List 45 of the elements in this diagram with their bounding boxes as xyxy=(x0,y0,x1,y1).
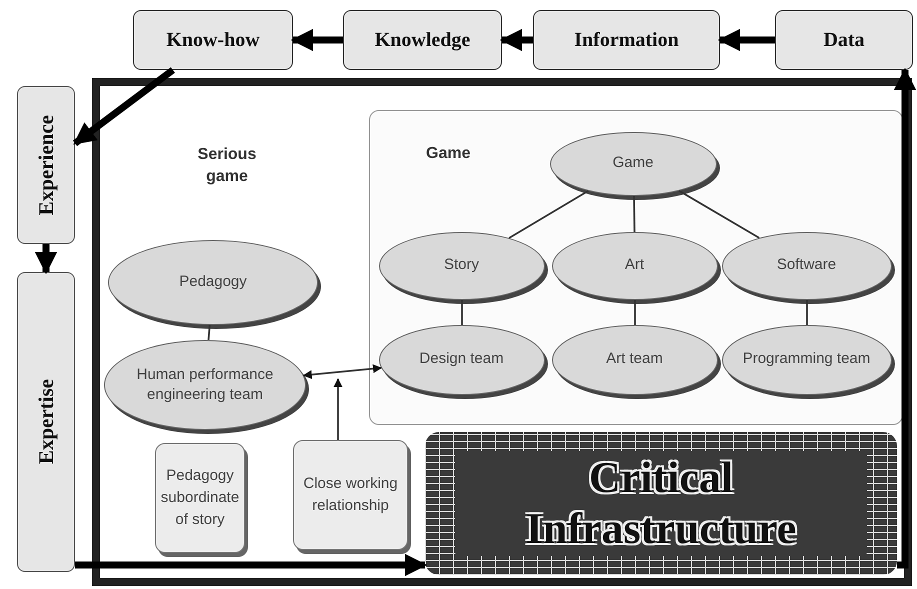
group-panel xyxy=(369,110,903,425)
note-text: Close working relationship xyxy=(302,474,399,516)
arrow xyxy=(302,364,382,380)
stage-label: Expertise xyxy=(34,379,58,465)
flow-arrow xyxy=(894,68,916,568)
stage-box xyxy=(533,10,720,70)
group-label: Serious game xyxy=(196,145,258,188)
wall-title: Critical Infrastructure xyxy=(455,450,867,556)
flow-arrow xyxy=(290,28,343,52)
stage-label: Information xyxy=(574,28,679,52)
node-label: Pedagogy xyxy=(179,272,247,292)
node-label: Art xyxy=(624,255,644,276)
stage-label: Experience xyxy=(34,114,58,216)
stage-box xyxy=(17,272,75,572)
stage-label: Data xyxy=(823,28,865,52)
flow-arrow xyxy=(34,244,58,274)
connector-line xyxy=(461,300,463,325)
node-label: Story xyxy=(444,255,479,276)
node-label: Programming team xyxy=(742,349,870,370)
node-label: Human performance engineering team xyxy=(136,364,274,405)
stage-box xyxy=(775,10,913,70)
panel-title: Game xyxy=(426,145,470,163)
frame-box xyxy=(92,78,912,586)
connector-line xyxy=(508,190,589,239)
connector-line xyxy=(633,196,636,232)
node-label: Art team xyxy=(606,349,663,370)
node-label: Design team xyxy=(419,349,504,370)
stage-box xyxy=(343,10,502,70)
flow-arrow xyxy=(75,554,428,576)
connector-line xyxy=(634,300,636,325)
node-label: Software xyxy=(776,255,836,276)
flow-arrow xyxy=(72,67,175,146)
arrow xyxy=(334,378,342,440)
connector-line xyxy=(806,300,808,325)
stage-box xyxy=(17,86,75,244)
node-label: Game xyxy=(612,153,654,174)
brick-wall-box xyxy=(425,432,897,575)
stage-label: Knowledge xyxy=(374,28,470,52)
flow-arrow xyxy=(718,28,775,52)
stage-box xyxy=(133,10,293,70)
connector-line xyxy=(208,324,211,340)
connector-line xyxy=(678,190,760,239)
note-text: Pedagogy subordinate of story xyxy=(160,466,240,530)
flow-arrow xyxy=(500,28,533,52)
stage-label: Know-how xyxy=(166,28,260,52)
